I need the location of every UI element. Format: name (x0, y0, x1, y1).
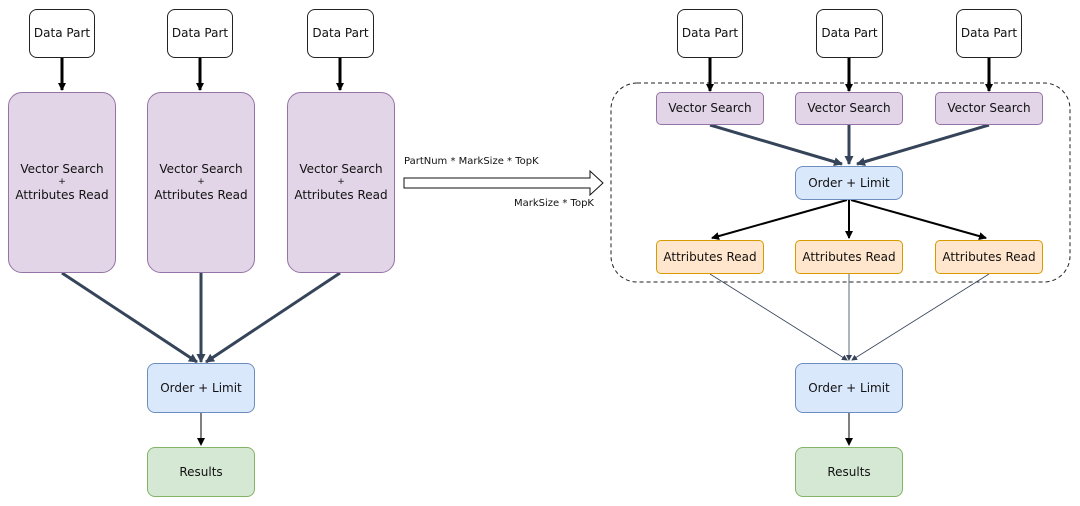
parallel-group-outline (610, 82, 1071, 283)
right-data-part-3: Data Part (956, 9, 1022, 58)
right-order-limit: Order + Limit (795, 363, 903, 413)
transition-top-label: PartNum * MarkSize * TopK (404, 156, 539, 167)
arrow-right-search-3 (856, 123, 990, 167)
left-data-part-3: Data Part (307, 9, 374, 58)
left-data-part-1: Data Part (29, 9, 95, 58)
left-search-read-1: Vector Search+Attributes Read (8, 92, 116, 273)
arrow-right-attr-3 (850, 199, 987, 240)
transition-arrow (403, 169, 604, 197)
left-data-part-2: Data Part (167, 9, 233, 58)
transition-bottom-label: MarkSize * TopK (514, 198, 594, 209)
arrow-left-search-1 (61, 271, 198, 364)
right-data-part-2: Data Part (816, 9, 883, 58)
right-attributes-read-1: Attributes Read (656, 240, 764, 274)
left-search-read-2: Vector Search+Attributes Read (147, 92, 255, 273)
arrow-right-final-1 (709, 273, 848, 361)
right-vector-search-1: Vector Search (656, 92, 764, 125)
right-inner-order-limit: Order + Limit (795, 166, 903, 200)
right-attributes-read-3: Attributes Read (935, 240, 1043, 274)
left-order-limit: Order + Limit (147, 363, 255, 413)
arrow-right-final-3 (851, 273, 990, 361)
right-attributes-read-2: Attributes Read (795, 240, 903, 274)
left-search-read-3: Vector Search+Attributes Read (287, 92, 395, 273)
right-vector-search-3: Vector Search (935, 92, 1043, 125)
right-vector-search-2: Vector Search (795, 92, 903, 125)
right-results: Results (795, 447, 903, 497)
right-data-part-1: Data Part (677, 9, 743, 58)
left-results: Results (147, 447, 255, 497)
arrow-right-search-1 (709, 123, 843, 167)
arrow-right-attr-1 (711, 199, 848, 240)
arrow-left-search-3 (205, 271, 341, 364)
